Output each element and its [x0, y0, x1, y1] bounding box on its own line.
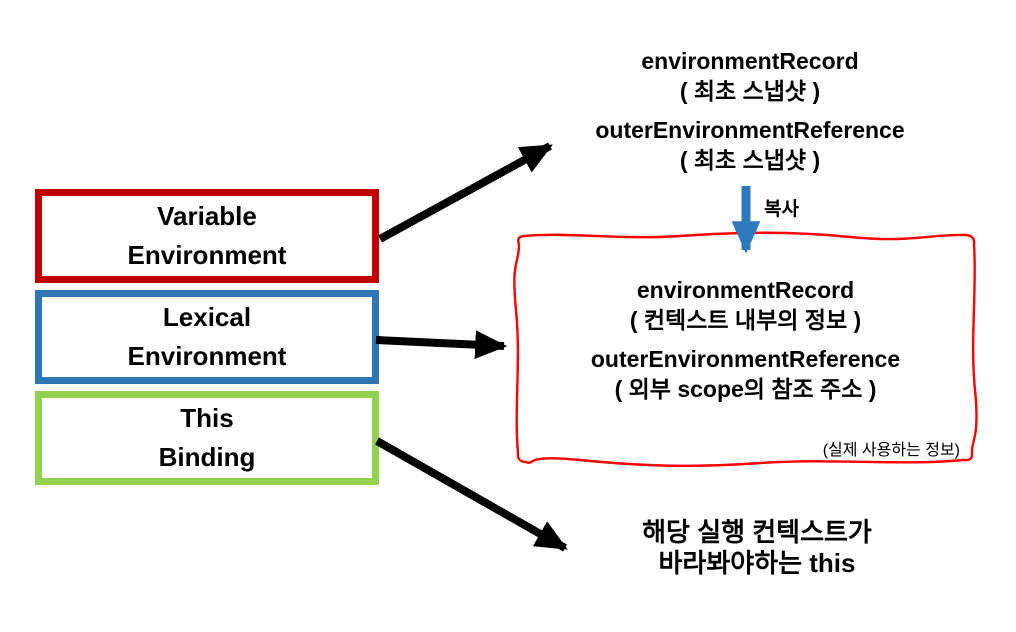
this-binding-text-line2: 바라봐야하는 this [658, 548, 856, 578]
context-environment-record-label: environmentRecord [636, 277, 855, 303]
context-info-block: environmentRecord ( 컨텍스트 내부의 정보 ) outerE… [517, 275, 974, 404]
context-environment-record-note: ( 컨텍스트 내부의 정보 ) [629, 307, 862, 333]
snapshot-environment-record-label: environmentRecord [641, 48, 859, 74]
this-binding-label-line1: This [180, 403, 234, 433]
lexical-environment-label-line1: Lexical [162, 302, 252, 332]
variable-environment-label-line1: Variable [157, 201, 257, 231]
this-binding-label-line2: Binding [158, 442, 256, 472]
actual-info-footnote: (실제 사용하는 정보) [822, 442, 960, 459]
context-outer-reference-label: outerEnvironmentReference [590, 346, 901, 372]
variable-environment-label-line2: Environment [127, 240, 287, 270]
this-binding-text: 해당 실행 컨텍스트가 바라봐야하는 this [552, 517, 962, 579]
snapshot-block: environmentRecord ( 최초 스냅샷 ) outerEnviro… [535, 46, 965, 175]
snapshot-environment-record-note: ( 최초 스냅샷 ) [679, 78, 821, 104]
snapshot-outer-reference-label: outerEnvironmentReference [595, 117, 905, 143]
this-binding-box: This Binding [35, 391, 379, 485]
lexical-environment-label-line2: Environment [127, 341, 287, 371]
snapshot-outer-reference-note: ( 최초 스냅샷 ) [679, 147, 821, 173]
arrow-variable-to-snapshot [378, 142, 553, 243]
lexical-environment-box: Lexical Environment [35, 290, 379, 384]
copy-arrow-label: 복사 [764, 199, 799, 220]
context-outer-reference-note: ( 외부 scope의 참조 주소 ) [614, 376, 877, 402]
this-binding-text-line1: 해당 실행 컨텍스트가 [642, 517, 872, 547]
arrow-lexical-to-context [375, 330, 508, 360]
variable-environment-box: Variable Environment [35, 189, 379, 283]
